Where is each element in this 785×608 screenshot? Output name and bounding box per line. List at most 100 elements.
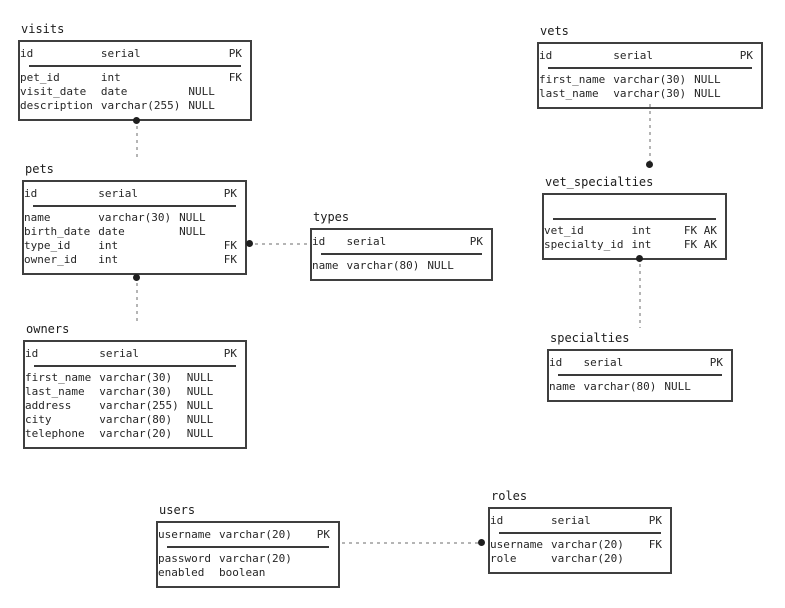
relationship-dot-pets-owners	[133, 274, 140, 281]
field-type: varchar(30)	[613, 87, 687, 100]
field-key: FK AK	[683, 224, 717, 237]
field-key: PK	[223, 187, 237, 200]
field-type: varchar(80)	[583, 380, 657, 393]
key-separator	[539, 63, 761, 73]
field-nullable: NULL	[188, 85, 215, 98]
field-name: name	[24, 211, 51, 224]
field-type: serial	[583, 356, 624, 369]
key-separator	[549, 370, 731, 380]
field-name: pet_id	[20, 71, 60, 84]
field-nullable	[659, 238, 684, 252]
field-key	[224, 399, 245, 413]
column-row: visit_date date NULL	[20, 85, 250, 99]
field-type: varchar(255)	[99, 399, 179, 412]
field-nullable: NULL	[186, 385, 214, 398]
table-title-vets: vets	[540, 24, 569, 38]
field-nullable: NULL	[179, 225, 206, 238]
column-row: vet_id int FK AK	[544, 224, 725, 238]
field-name: id	[490, 514, 504, 527]
field-key	[317, 552, 338, 566]
field-type: varchar(30)	[99, 385, 173, 398]
field-name: name	[312, 259, 339, 272]
field-key: FK	[648, 538, 662, 551]
relationship-line-pets-types	[255, 243, 310, 245]
table-title-users: users	[159, 503, 196, 517]
table-title-visits: visits	[21, 22, 65, 36]
column-row: id serial PK	[24, 187, 245, 201]
field-key: PK	[228, 47, 242, 60]
field-type: varchar(30)	[99, 371, 173, 384]
field-nullable: NULL	[186, 427, 214, 440]
field-key	[740, 87, 761, 101]
field-type: int	[98, 239, 119, 252]
field-key	[224, 225, 245, 239]
key-separator	[25, 361, 245, 371]
field-nullable	[632, 552, 649, 566]
field-nullable	[188, 47, 228, 61]
key-separator	[544, 214, 725, 224]
key-separator	[20, 61, 250, 71]
field-type: varchar(20)	[550, 552, 624, 565]
field-key: PK	[739, 49, 753, 62]
field-type: varchar(20)	[99, 427, 173, 440]
field-name: id	[539, 49, 553, 62]
field-name: specialty_id	[544, 238, 624, 251]
field-nullable	[179, 253, 224, 267]
relationship-dot-users-roles	[478, 539, 485, 546]
table-title-vet-specialties: vet_specialties	[545, 175, 654, 189]
field-type: varchar(30)	[613, 73, 687, 86]
key-separator	[490, 528, 670, 538]
field-type: serial	[98, 187, 138, 200]
field-type: varchar(80)	[346, 259, 420, 272]
key-separator	[312, 249, 491, 259]
empty-key-row	[544, 200, 725, 214]
field-nullable	[300, 566, 317, 580]
field-key: PK	[469, 235, 483, 248]
field-type: int	[98, 253, 119, 266]
field-type: date	[100, 85, 128, 98]
field-name: username	[158, 528, 211, 541]
field-type: serial	[346, 235, 387, 248]
field-name: role	[490, 552, 517, 565]
field-name: visit_date	[20, 85, 87, 98]
table-title-types: types	[313, 210, 350, 224]
field-type: varchar(30)	[98, 211, 172, 224]
field-type: varchar(80)	[99, 413, 173, 426]
field-type: serial	[550, 514, 591, 527]
relationship-dot-pets-types	[246, 240, 253, 247]
field-name: city	[25, 413, 52, 426]
field-name: address	[25, 399, 72, 412]
field-nullable	[179, 187, 224, 201]
field-type: int	[631, 238, 652, 251]
field-key	[649, 552, 670, 566]
field-key	[224, 385, 245, 399]
field-type: int	[631, 224, 652, 237]
field-nullable	[187, 347, 224, 361]
field-key	[224, 413, 245, 427]
field-name: vet_id	[544, 224, 584, 237]
field-key	[229, 99, 250, 113]
column-row: role varchar(20)	[490, 552, 670, 566]
field-name: id	[24, 187, 38, 200]
relationship-line-pets-owners	[136, 283, 138, 324]
key-separator	[158, 542, 338, 552]
